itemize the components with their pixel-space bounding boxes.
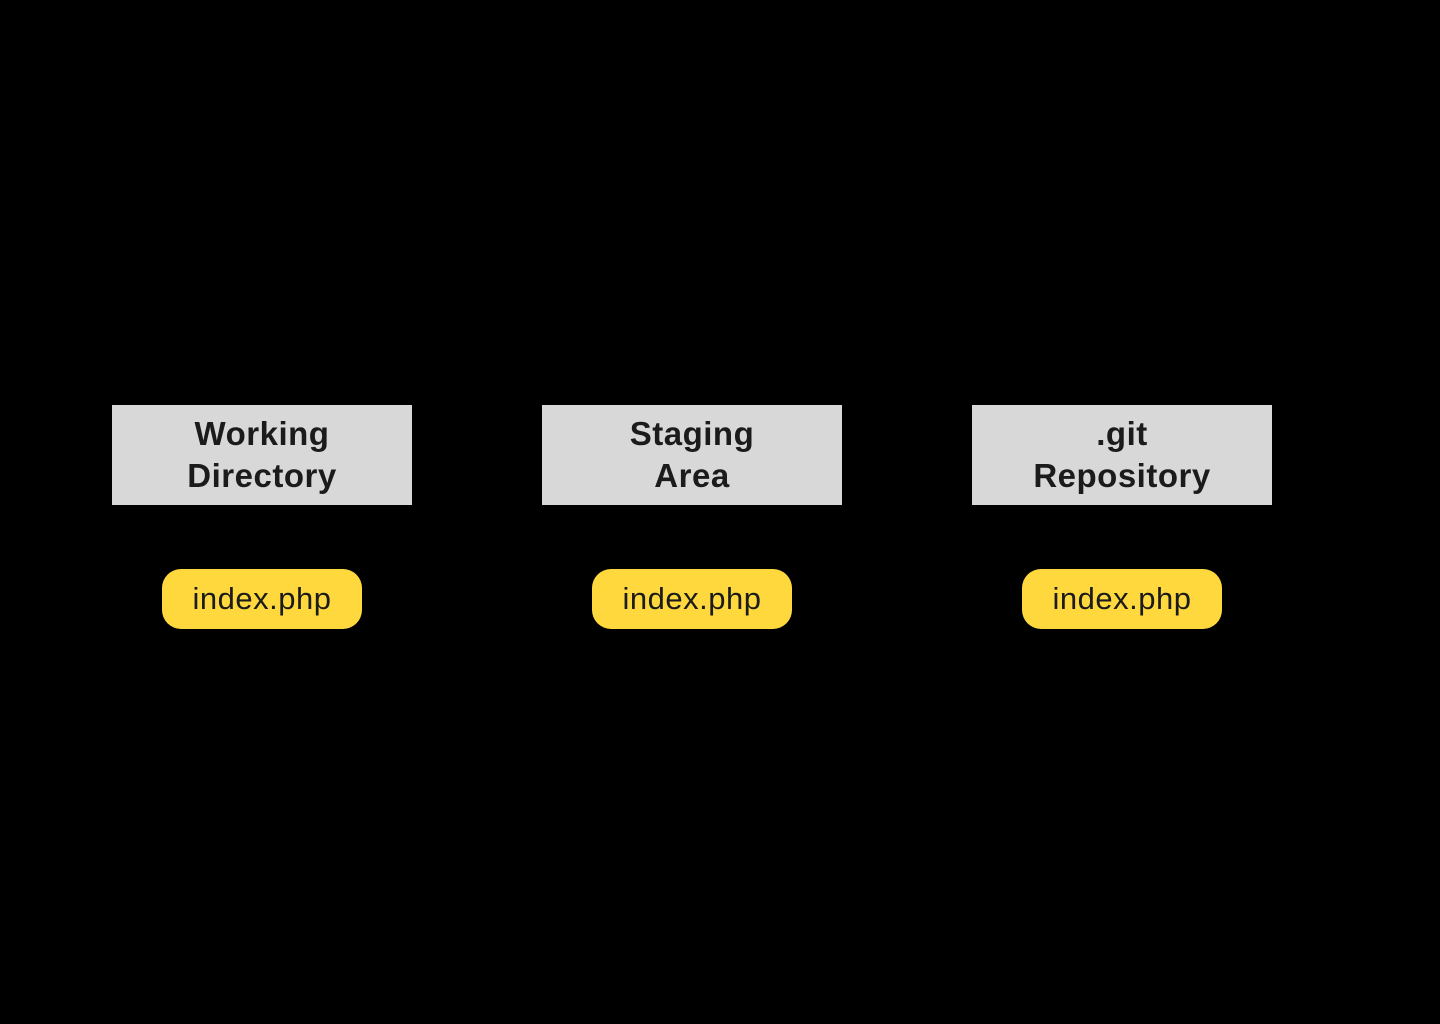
column-staging-area: Staging Area index.php — [542, 405, 842, 705]
stage-box-working-directory: Working Directory — [112, 405, 412, 505]
file-pill-staging-area: index.php — [592, 569, 792, 629]
stage-title-line: Working — [194, 415, 330, 452]
file-pill-working-directory: index.php — [162, 569, 362, 629]
file-pill-git-repository: index.php — [1022, 569, 1222, 629]
column-git-repository: .git Repository index.php — [972, 405, 1272, 705]
stage-title-line: .git — [1096, 415, 1148, 452]
stage-title-line: Directory — [187, 457, 337, 494]
stage-title-line: Area — [654, 457, 730, 494]
stage-title-line: Repository — [1033, 457, 1211, 494]
stage-title-line: Staging — [629, 415, 755, 452]
column-working-directory: Working Directory index.php — [112, 405, 412, 705]
file-name-label: index.php — [192, 581, 332, 616]
stage-box-git-repository: .git Repository — [972, 405, 1272, 505]
stage-box-staging-area: Staging Area — [542, 405, 842, 505]
file-name-label: index.php — [1052, 581, 1192, 616]
file-name-label: index.php — [622, 581, 762, 616]
